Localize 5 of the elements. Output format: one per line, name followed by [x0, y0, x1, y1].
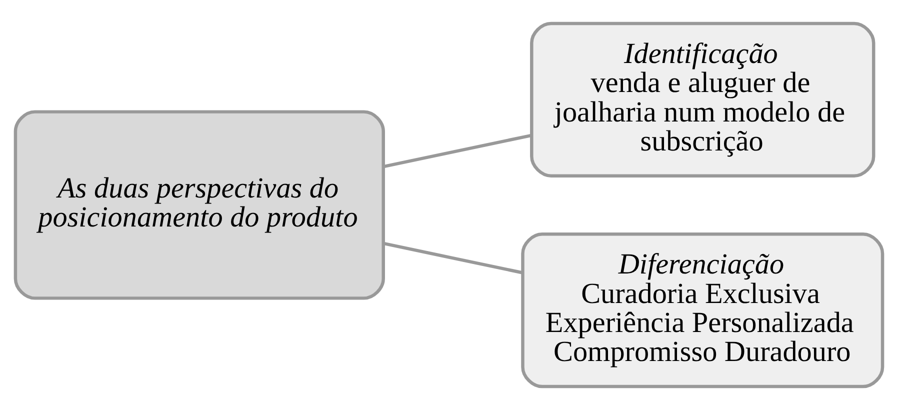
connector [383, 134, 532, 168]
node-box: As duas perspectivas do posicionamento do produto [14, 110, 385, 300]
node-box: Identificação venda e aluguer de joalharia num modelo de subscrição [530, 22, 876, 178]
connector [383, 242, 523, 274]
node-box: Diferenciação Curadoria Exclusiva Experiência Personalizada Compromisso Duradouro [521, 232, 884, 388]
